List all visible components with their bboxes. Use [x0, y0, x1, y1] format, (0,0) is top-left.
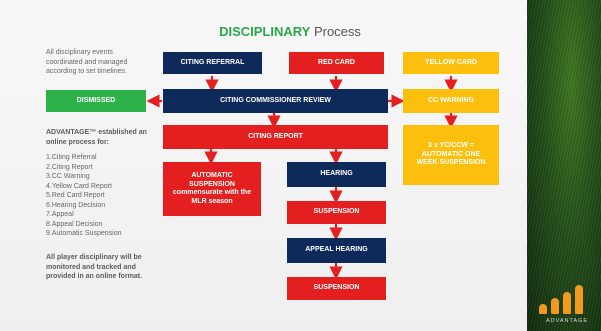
brand-wordmark: ADVANTAGE: [545, 318, 589, 324]
process-list: 1.Citing Referral 2.Citing Report 3.CC W…: [46, 153, 152, 239]
suspension-box-1: SUSPENSION: [287, 201, 386, 224]
citing-commissioner-review-box: CITING COMMISSIONER REVIEW: [163, 89, 388, 113]
hearing-box: HEARING: [287, 162, 386, 187]
cc-warning-box: CC WARNING: [403, 89, 499, 113]
grass-background: [527, 0, 601, 331]
automatic-suspension-title: AUTOMATIC SUSPENSION: [189, 172, 235, 188]
citing-referral-box: CITING REFERRAL: [163, 52, 262, 74]
title-rest: Process: [310, 24, 361, 39]
citing-report-box: CITING REPORT: [163, 125, 388, 149]
list-item: 6.Hearing Decision: [46, 201, 106, 209]
list-item: 8.Appeal Decision: [46, 220, 103, 228]
list-item: 5.Red Card Report: [46, 192, 105, 199]
title-bold: DISCIPLINARY: [219, 24, 311, 39]
dismissed-box: DISMISSED: [46, 90, 146, 112]
flow-arrows: [146, 76, 458, 280]
three-yc-box: 3 x YC/CCW = AUTOMATIC ONE WEEK SUSPENSI…: [403, 125, 499, 185]
list-item: 1.Citing Referral: [46, 154, 97, 161]
bar-chart-logo-icon: [539, 284, 591, 314]
automatic-suspension-box: AUTOMATIC SUSPENSION commensurate with t…: [163, 162, 261, 216]
list-item: 7.Appeal: [46, 211, 74, 218]
yellow-card-box: YELLOW CARD: [403, 52, 499, 74]
footer-note: All player disciplinary will be monitore…: [46, 254, 143, 280]
intro-text: All disciplinary events coordinated and …: [46, 49, 128, 75]
list-item: 9.Automatic Suspension: [46, 230, 122, 237]
list-item: 2.Citing Report: [46, 163, 93, 171]
suspension-box-2: SUSPENSION: [287, 277, 386, 300]
page-title: DISCIPLINARY Process: [180, 24, 400, 39]
process-intro: ADVANTAGE™ established an online process…: [46, 129, 147, 146]
list-item: 4.Yellow Card Report: [46, 182, 112, 190]
appeal-hearing-box: APPEAL HEARING: [287, 238, 386, 263]
automatic-suspension-note: commensurate with the MLR season: [172, 189, 252, 205]
list-item: 3.CC Warning: [46, 173, 90, 180]
red-card-box: RED CARD: [289, 52, 384, 74]
